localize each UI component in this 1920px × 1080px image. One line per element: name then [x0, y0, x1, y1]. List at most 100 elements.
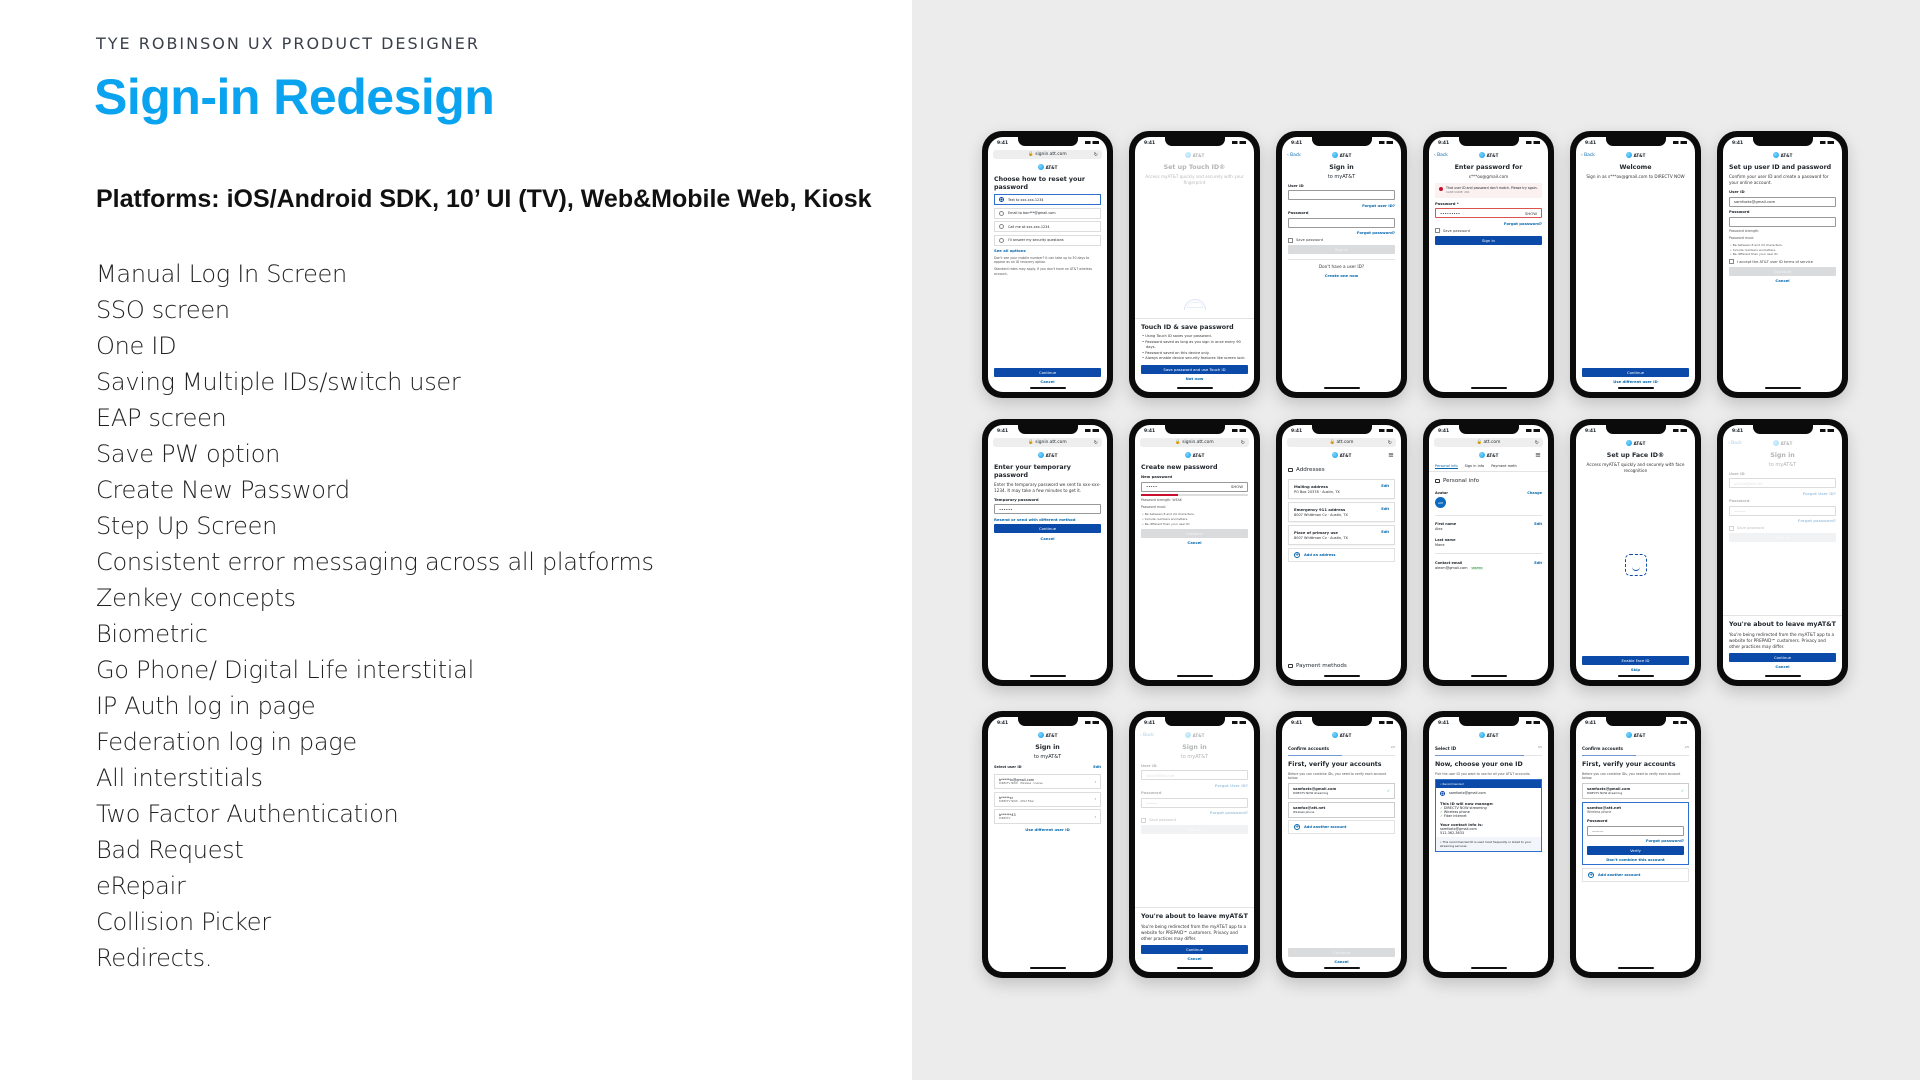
field-action-link[interactable]: Edit [1534, 560, 1542, 565]
checkbox[interactable]: Save password [1141, 817, 1248, 823]
browser-address-bar[interactable]: 🔒 att.com↻ [1287, 438, 1396, 447]
tab-personal-info[interactable]: Personal info [1435, 464, 1458, 469]
verify-button[interactable]: Verify [1587, 845, 1684, 855]
text-link[interactable]: Use different user ID [1025, 826, 1070, 832]
tab-sign-in-info[interactable]: Sign in info [1464, 464, 1485, 468]
text-input[interactable]: yourid@att.net [1141, 770, 1248, 781]
text-link[interactable]: Use different user ID [1613, 379, 1658, 384]
reload-icon[interactable]: ↻ [1240, 439, 1245, 446]
text-link[interactable]: Cancel [1775, 664, 1790, 669]
progress-bar [1582, 754, 1689, 756]
text-input[interactable]: ——— [1729, 505, 1836, 516]
text-input[interactable] [1288, 217, 1395, 228]
text-link[interactable]: Not now [1185, 376, 1204, 381]
back-button[interactable]: ‹ Back [1581, 152, 1595, 158]
primary-button[interactable]: Continue [1729, 266, 1836, 276]
text-link[interactable]: Create one now [1324, 272, 1359, 278]
primary-button[interactable]: Sign in [1288, 245, 1395, 255]
primary-button[interactable]: Save password and use Touch ID [1141, 364, 1248, 374]
field-action-link[interactable]: Change [1527, 491, 1542, 495]
text-link[interactable]: Cancel [1187, 540, 1202, 546]
primary-button[interactable]: Sign in [1141, 825, 1248, 835]
text-input[interactable]: samfoxtx@gmail.com [1729, 196, 1836, 207]
checkbox[interactable]: I accept the AT&T user ID terms of servi… [1729, 259, 1836, 265]
browser-address-bar[interactable]: 🔒 att.com↻ [1434, 438, 1543, 447]
text-link[interactable]: Forgot User ID? [1214, 782, 1248, 788]
reload-icon[interactable]: ↻ [1534, 439, 1539, 446]
text-input[interactable]: •••••• [994, 504, 1101, 515]
back-button[interactable]: ‹ Back [1434, 152, 1448, 158]
browser-address-bar[interactable]: 🔒 signin.att.com↻ [1140, 438, 1249, 447]
primary-button[interactable]: Enable Face ID [1582, 655, 1689, 665]
id-radio-option[interactable]: samfoxtx@gmail.com [1436, 788, 1541, 799]
primary-button[interactable]: Continue [1288, 947, 1395, 957]
primary-button[interactable]: Continue [994, 524, 1101, 534]
text-link[interactable]: Cancel [1187, 956, 1202, 961]
checkbox[interactable]: Save password [1729, 525, 1836, 531]
text-link[interactable]: Forgot password? [1209, 810, 1248, 816]
radio-option[interactable]: Call me at xxx-xxx-1234 [994, 221, 1101, 233]
reload-icon[interactable]: ↻ [1093, 439, 1098, 446]
add-button[interactable]: +Add an address [1288, 547, 1395, 562]
back-button[interactable]: ‹ Back [1140, 732, 1154, 738]
primary-button[interactable]: Continue [1141, 528, 1248, 538]
back-button[interactable]: ‹ Back [1287, 152, 1301, 158]
text-link[interactable]: Cancel [1775, 278, 1790, 284]
primary-button[interactable]: Continue [1141, 944, 1248, 954]
hamburger-menu-icon[interactable]: ≡ [1535, 451, 1541, 459]
edit-link[interactable]: Edit [1381, 529, 1389, 534]
field-action-link[interactable]: Edit [1093, 764, 1101, 769]
primary-button[interactable]: Sign in [1435, 235, 1542, 245]
text-link[interactable]: See all options [994, 248, 1026, 254]
text-input[interactable]: •••••SHOW [1141, 481, 1248, 492]
browser-address-bar[interactable]: 🔒 signin.att.com↻ [993, 438, 1102, 447]
text-link[interactable]: Forgot password? [1356, 230, 1395, 236]
checkbox[interactable]: Save password [1288, 237, 1395, 243]
edit-link[interactable]: Edit [1381, 483, 1389, 488]
dont-combine-link[interactable]: Don't combine this account [1606, 857, 1665, 863]
text-input[interactable]: •••••••••SHOW [1435, 208, 1542, 219]
text-link[interactable]: Forgot User ID? [1802, 490, 1836, 496]
text-link[interactable]: Forgot password? [1503, 220, 1542, 226]
primary-button[interactable]: Continue [1729, 652, 1836, 662]
radio-option[interactable]: Email to bon***@gmail.com [994, 207, 1101, 219]
field-action-link[interactable]: Edit [1534, 522, 1542, 526]
primary-button[interactable]: Sign in [1729, 533, 1836, 543]
forgot-password-link[interactable]: Forgot password? [1645, 838, 1684, 844]
tab-payment-meth[interactable]: Payment meth [1491, 464, 1517, 468]
text-input[interactable] [1288, 190, 1395, 201]
show-password-toggle[interactable]: SHOW [1524, 210, 1537, 216]
text-link[interactable]: Cancel [1334, 959, 1349, 964]
radio-option[interactable]: I'll answer my security questions [994, 234, 1101, 246]
text-link[interactable]: Forgot password? [1797, 518, 1836, 524]
checkbox[interactable]: Save password [1435, 228, 1542, 234]
text-input[interactable]: ——— [1141, 797, 1248, 808]
text-link[interactable]: Cancel [1040, 379, 1055, 384]
text-link[interactable]: Forgot user ID? [1362, 202, 1395, 208]
text-link[interactable]: Cancel [1040, 535, 1055, 541]
show-password-toggle[interactable]: SHOW [1230, 484, 1243, 490]
app-header: AT&T [1429, 729, 1548, 741]
reload-icon[interactable]: ↻ [1093, 151, 1098, 158]
text-input[interactable]: yourid@att.net [1729, 478, 1836, 489]
text-input[interactable] [1729, 216, 1836, 227]
password-input[interactable]: ——— [1587, 825, 1684, 836]
primary-button[interactable]: Continue [1582, 367, 1689, 377]
primary-button[interactable]: Continue [994, 367, 1101, 377]
hamburger-menu-icon[interactable]: ≡ [1388, 451, 1394, 459]
text-link[interactable]: Skip [1630, 667, 1641, 673]
radio-option[interactable]: Text to xxx-xxx-1234 [994, 194, 1101, 206]
reload-icon[interactable]: ↻ [1387, 439, 1392, 446]
text-link[interactable]: Resend or send with different method [994, 516, 1076, 522]
add-button[interactable]: +Add another account [1582, 867, 1689, 882]
back-button[interactable]: ‹ Back [1728, 440, 1742, 446]
browser-address-bar[interactable]: 🔒 signin.att.com↻ [993, 150, 1102, 159]
add-button[interactable]: +Add another account [1288, 820, 1395, 835]
edit-link[interactable]: Edit [1381, 506, 1389, 511]
